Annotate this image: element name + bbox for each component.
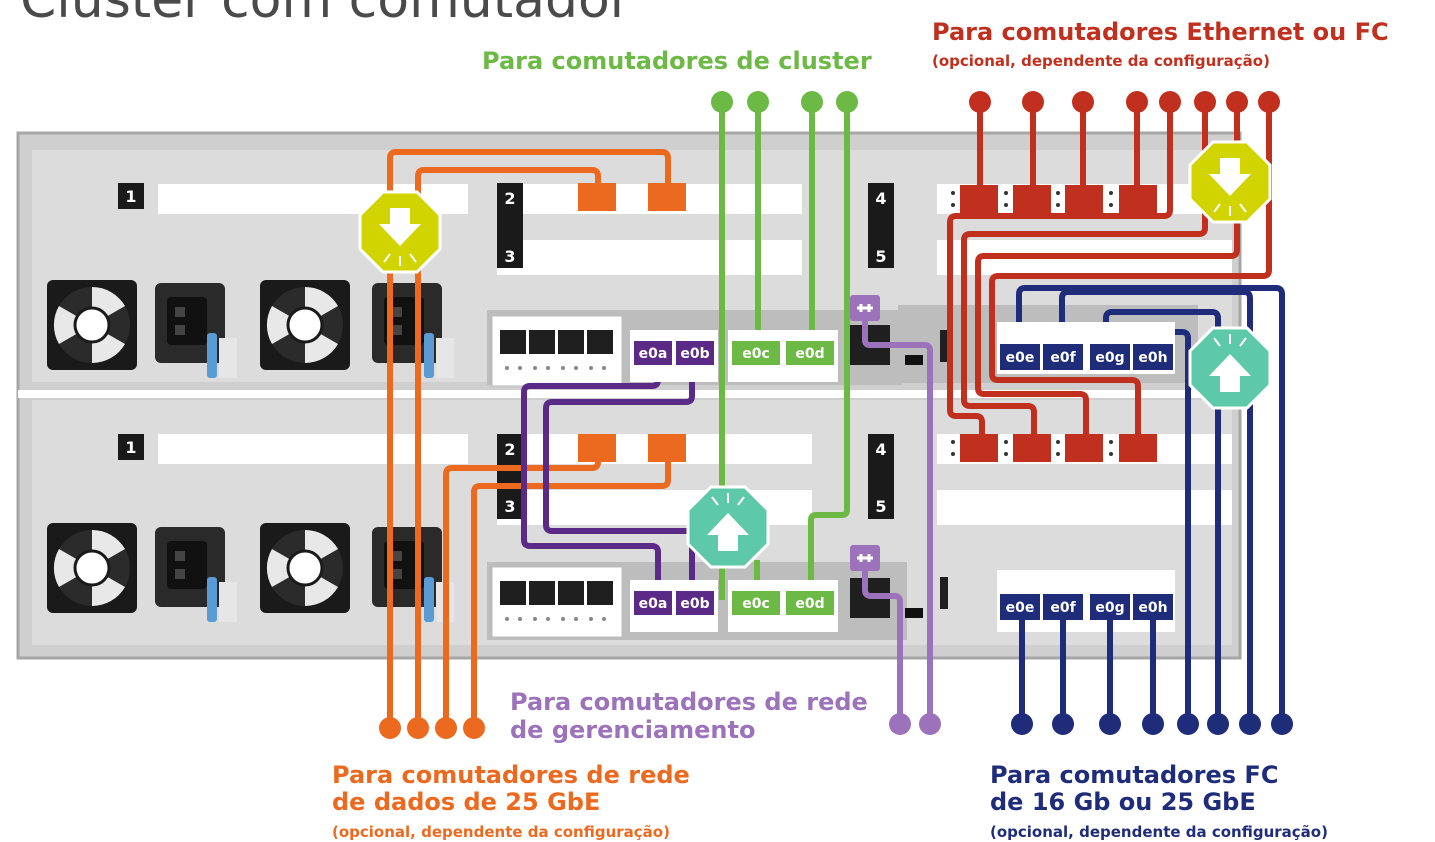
port-e0f-b: e0f bbox=[1050, 600, 1076, 616]
slot-1-label-b: 1 bbox=[125, 438, 136, 457]
eth-fc-switches-label: Para comutadores Ethernet ou FC bbox=[932, 18, 1389, 46]
slot-3-label-a: 3 bbox=[504, 247, 515, 266]
cable-endpoints bbox=[379, 91, 1293, 739]
plug-down-icon bbox=[1188, 140, 1272, 224]
port-e0h-a: e0h bbox=[1138, 350, 1167, 366]
eth-fc-note: (opcional, dependente da configuração) bbox=[932, 52, 1270, 70]
port-block-a: e0a e0b e0c e0d e0e e0f e0g e0h bbox=[630, 322, 1175, 382]
port-e0d-b: e0d bbox=[795, 596, 824, 612]
port-e0b-b: e0b bbox=[680, 596, 709, 612]
port-block-b: e0a e0b e0c e0d e0e e0f e0g e0h bbox=[630, 580, 1173, 632]
port-e0f-a: e0f bbox=[1050, 350, 1076, 366]
mgmt-switches-label-1: Para comutadores de rede bbox=[510, 688, 868, 716]
slot-2-label-b: 2 bbox=[504, 440, 515, 459]
management-cables bbox=[862, 320, 933, 722]
title: Cluster com comutador bbox=[20, 0, 632, 30]
slot-5-label-b: 5 bbox=[875, 497, 886, 516]
plug-down-icon bbox=[358, 190, 442, 274]
port-e0e-b: e0e bbox=[1006, 600, 1035, 616]
slot-2-label-a: 2 bbox=[504, 189, 515, 208]
port-e0d-a: e0d bbox=[795, 346, 824, 362]
slot-4-label-b: 4 bbox=[875, 440, 886, 459]
wrench-icon bbox=[848, 543, 882, 573]
red-transceivers bbox=[951, 185, 1157, 462]
slot-5-label-a: 5 bbox=[875, 247, 886, 266]
fc-switches-label-1: Para comutadores FC bbox=[990, 761, 1279, 789]
port-e0a-a: e0a bbox=[639, 346, 668, 362]
port-e0g-a: e0g bbox=[1095, 350, 1124, 366]
wrench-icon bbox=[848, 293, 882, 323]
port-e0c-b: e0c bbox=[742, 596, 770, 612]
port-e0g-b: e0g bbox=[1095, 600, 1124, 616]
data-switches-label-1: Para comutadores de rede bbox=[332, 761, 690, 789]
data-switches-label-2: de dados de 25 GbE bbox=[332, 788, 601, 816]
plug-up-icon bbox=[1188, 326, 1272, 410]
fc-switches-note: (opcional, dependente da configuração) bbox=[990, 823, 1328, 841]
fc-switches-label-2: de 16 Gb ou 25 GbE bbox=[990, 788, 1256, 816]
slot-3-label-b: 3 bbox=[504, 497, 515, 516]
cluster-switches-label: Para comutadores de cluster bbox=[482, 47, 872, 75]
port-e0c-a: e0c bbox=[742, 346, 770, 362]
port-e0b-a: e0b bbox=[680, 346, 709, 362]
orange-transceivers bbox=[578, 183, 686, 462]
port-e0e-a: e0e bbox=[1006, 350, 1035, 366]
data-switches-note: (opcional, dependente da configuração) bbox=[332, 823, 670, 841]
port-e0a-b: e0a bbox=[639, 596, 668, 612]
ethernet-fc-cables bbox=[947, 102, 1272, 440]
mgmt-switches-label-2: de gerenciamento bbox=[510, 716, 756, 744]
slot-1-label-a: 1 bbox=[125, 187, 136, 206]
fc-cables bbox=[1016, 285, 1285, 724]
plug-up-icon bbox=[686, 485, 770, 569]
slot-4-label-a: 4 bbox=[875, 189, 886, 208]
port-e0h-b: e0h bbox=[1138, 600, 1167, 616]
